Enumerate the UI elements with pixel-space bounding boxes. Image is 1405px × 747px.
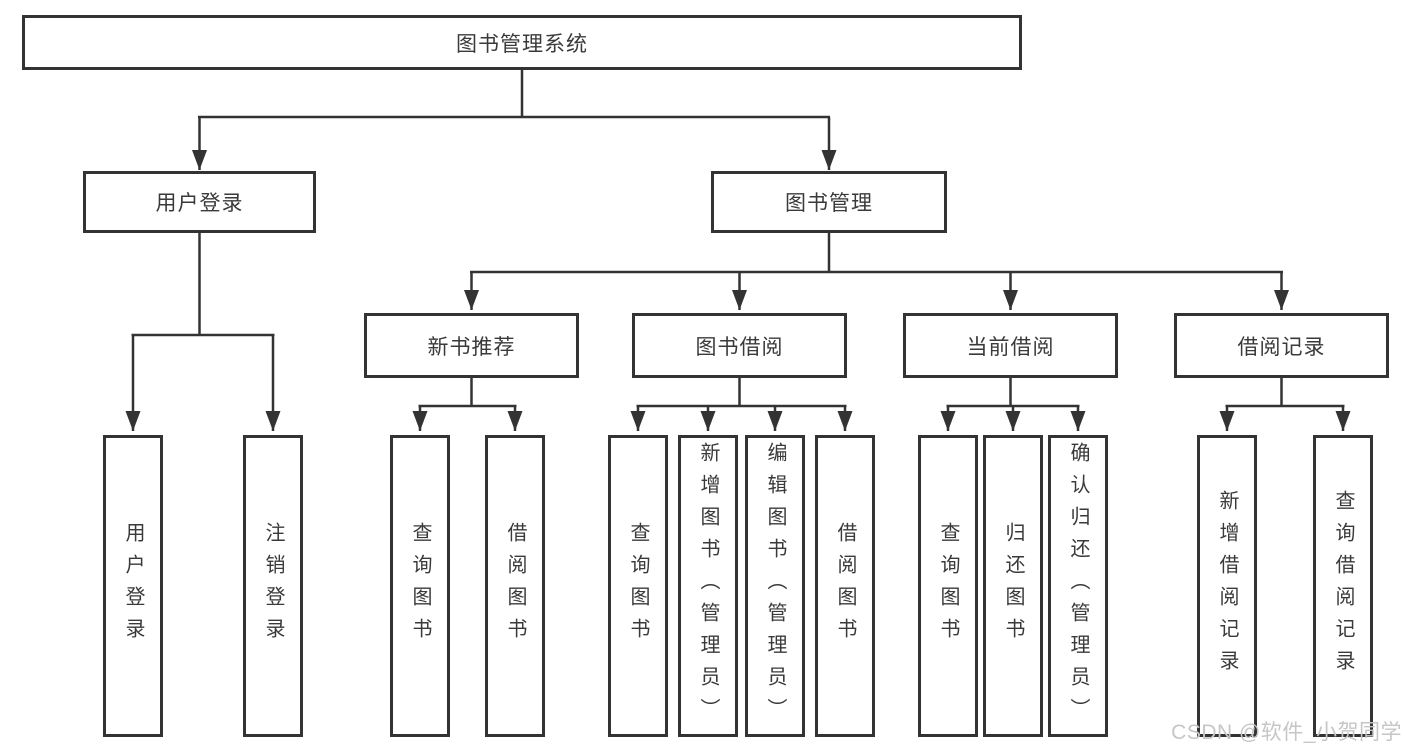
- connector-book-borrow: [630, 378, 853, 431]
- node-book-borrow: 图书借阅: [632, 313, 847, 378]
- leaf-records-query-record: 查询借阅记录: [1313, 435, 1373, 737]
- node-borrow-records: 借阅记录: [1174, 313, 1389, 378]
- csdn-watermark: CSDN @软件_小贺同学: [1171, 721, 1402, 744]
- leaf-current-confirm-return-admin: 确认归还（管理员）: [1048, 435, 1108, 737]
- leaf-current-return-books: 归还图书: [983, 435, 1043, 737]
- connector-new-book-recommend: [412, 378, 523, 431]
- connector-root: [192, 69, 837, 170]
- leaf-user-login: 用户登录: [103, 435, 163, 737]
- connector-borrow-records: [1219, 378, 1351, 431]
- connector-current-borrow: [940, 378, 1086, 431]
- leaf-recommend-query-books: 查询图书: [390, 435, 450, 737]
- leaf-logout-login: 注销登录: [243, 435, 303, 737]
- leaf-recommend-borrow-books: 借阅图书: [485, 435, 545, 737]
- node-new-book-recommend: 新书推荐: [364, 313, 579, 378]
- leaf-borrow-borrow-books: 借阅图书: [815, 435, 875, 737]
- node-user-login-group: 用户登录: [83, 171, 316, 233]
- node-current-borrow: 当前借阅: [903, 313, 1118, 378]
- leaf-records-add-record: 新增借阅记录: [1197, 435, 1257, 737]
- leaf-borrow-add-books-admin: 新增图书（管理员）: [678, 435, 738, 737]
- leaf-current-query-books: 查询图书: [918, 435, 978, 737]
- connector-user-login: [125, 233, 281, 431]
- leaf-borrow-query-books: 查询图书: [608, 435, 668, 737]
- leaf-borrow-edit-books-admin: 编辑图书（管理员）: [745, 435, 805, 737]
- node-library-management-system: 图书管理系统: [22, 15, 1022, 70]
- connector-book-management: [464, 233, 1289, 310]
- node-book-management: 图书管理: [711, 171, 947, 233]
